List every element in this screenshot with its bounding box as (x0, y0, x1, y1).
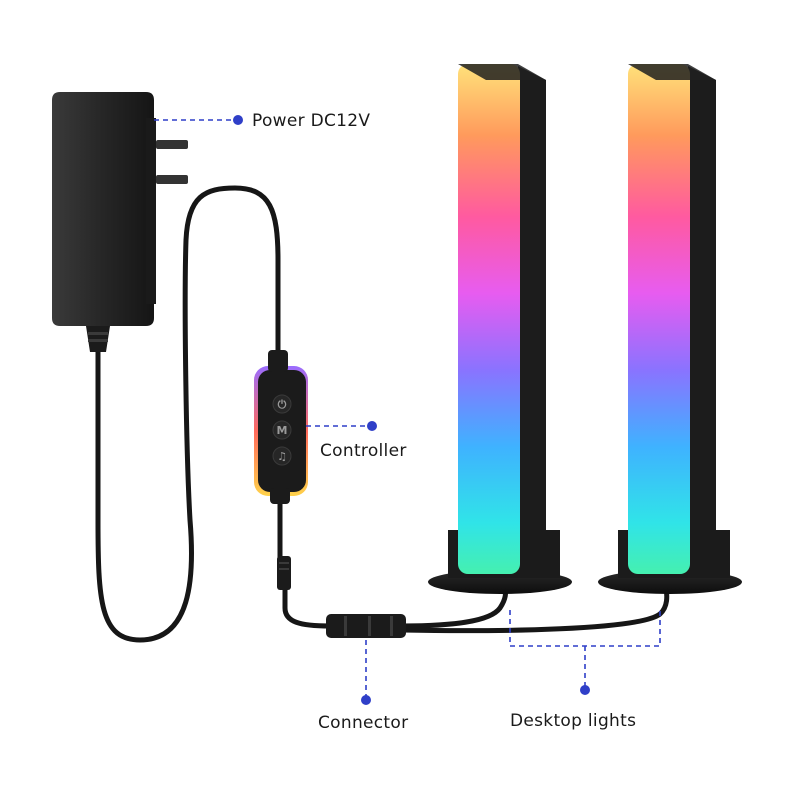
plug-to-connector-cable (282, 585, 333, 629)
power-icon: ⏻ (278, 398, 287, 411)
light-1-bar (458, 64, 520, 574)
music-button[interactable] (272, 446, 292, 466)
controller-dot (367, 421, 377, 431)
desktop-lights-label: Desktop lights (510, 711, 636, 731)
desktop-light-2 (598, 64, 742, 594)
mode-icon: M (277, 424, 288, 437)
adapter-side (146, 118, 156, 304)
adapter-output-cable (95, 185, 281, 643)
adapter-prong-top (156, 140, 188, 149)
light-1-side (518, 66, 546, 530)
controller-top-relief (268, 350, 288, 372)
power-button[interactable] (272, 394, 292, 414)
desktop-lights-dot (580, 685, 590, 695)
controller-buttons: ⏻ M ♫ (272, 394, 292, 466)
dc-plug (277, 556, 291, 590)
connector-body (326, 614, 406, 638)
controller: ⏻ M ♫ (254, 350, 308, 504)
adapter-body (52, 92, 154, 326)
adapter-prong-bottom (156, 175, 188, 184)
annotations (154, 119, 661, 700)
light-2-side (688, 66, 716, 530)
music-icon: ♫ (277, 450, 287, 463)
mode-button[interactable] (272, 420, 292, 440)
power-dot (233, 115, 243, 125)
power-adapter (52, 92, 188, 352)
controller-bottom-relief (270, 488, 290, 504)
cables (95, 185, 670, 643)
power-label: Power DC12V (252, 111, 370, 131)
annotation-dots (233, 115, 590, 705)
connector-label: Connector (318, 713, 408, 733)
connector (326, 614, 406, 638)
controller-label: Controller (320, 441, 407, 461)
desktop-light-1 (428, 64, 572, 594)
connector-dot (361, 695, 371, 705)
light-2-bar (628, 64, 690, 574)
connector-to-light-cable-2 (399, 583, 670, 634)
